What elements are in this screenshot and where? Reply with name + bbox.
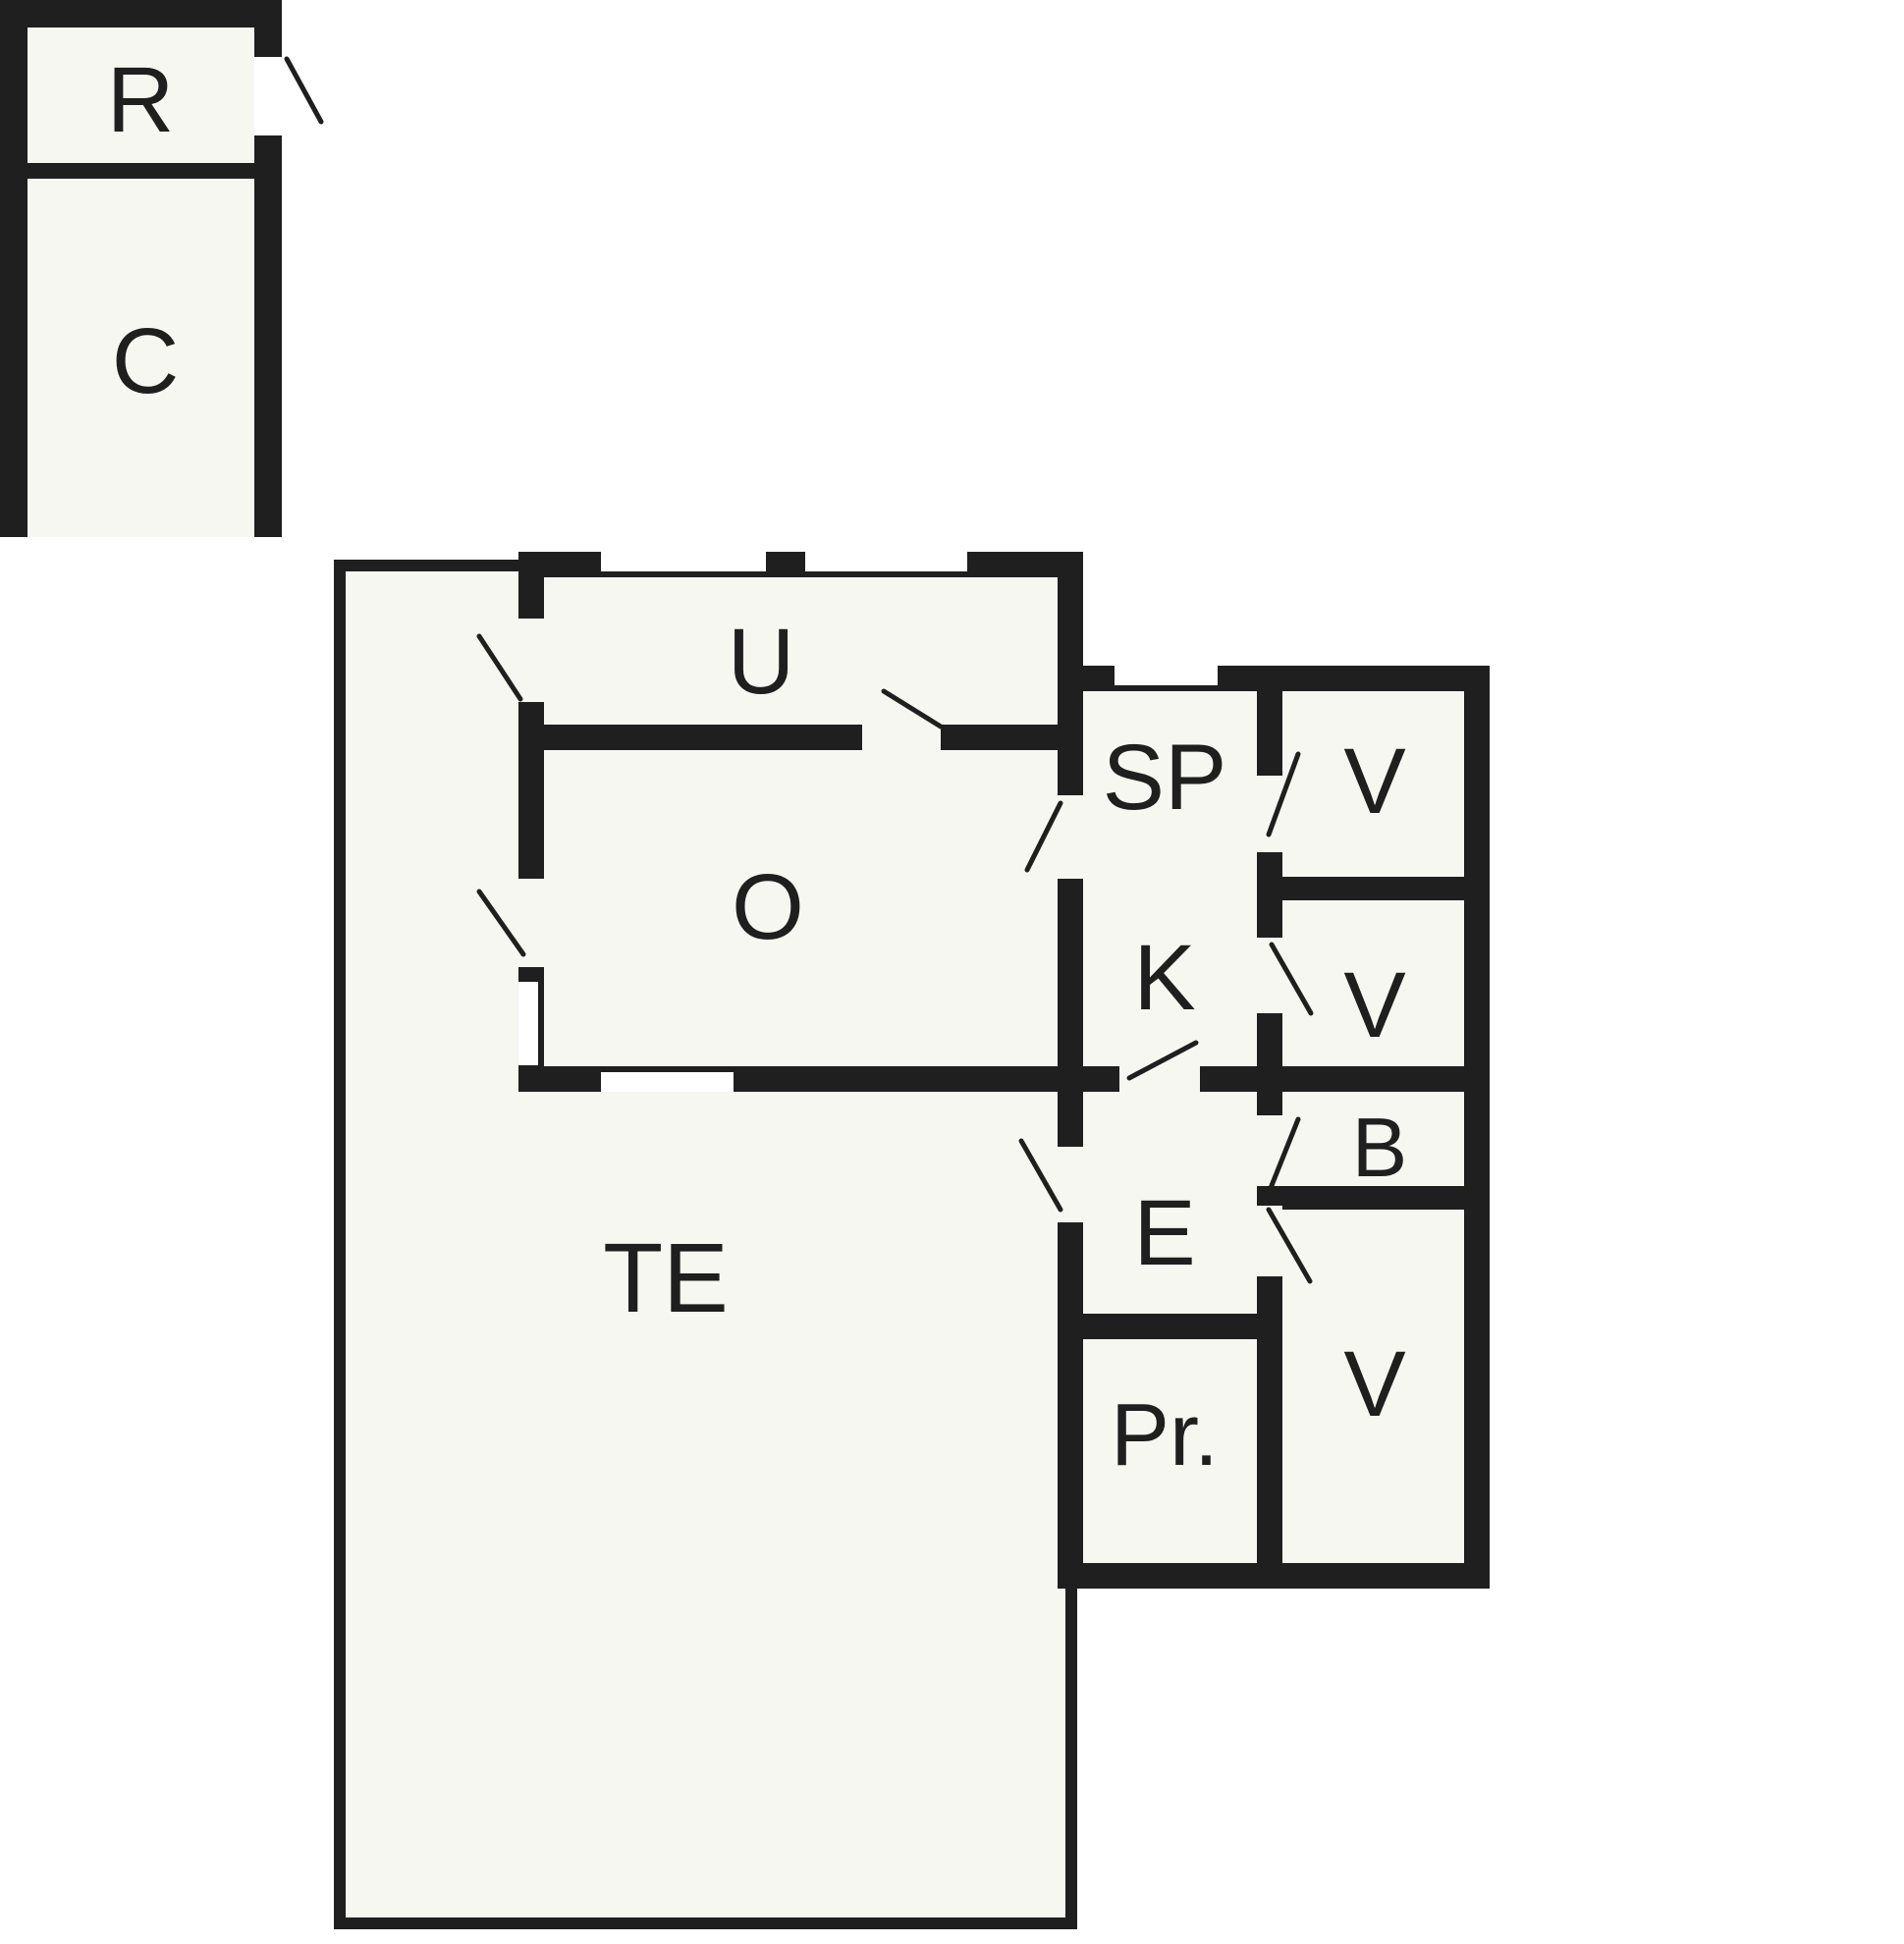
door-gap-k-v2 xyxy=(1257,938,1282,1013)
door-swing-u-left xyxy=(476,633,523,702)
window-u-top-left xyxy=(601,552,766,571)
outbuilding-wall-left xyxy=(0,0,27,537)
door-swing-k-v2 xyxy=(1269,942,1314,1016)
room-label-te: TE xyxy=(603,1223,729,1333)
outbuilding-wall-right-upper xyxy=(254,0,282,57)
door-gap-o-left xyxy=(518,879,544,967)
room-label-pr: Pr. xyxy=(1111,1386,1219,1485)
door-gap-u-o xyxy=(862,725,941,750)
room-label-c: C xyxy=(112,309,180,413)
window-sp-top xyxy=(1115,666,1218,685)
window-o-left xyxy=(518,982,538,1065)
door-gap-e-b xyxy=(1257,1115,1282,1186)
outbuilding-wall-right-lower xyxy=(254,135,282,537)
terrace-walls xyxy=(334,560,1077,1929)
door-gap-u-left xyxy=(518,619,544,702)
room-label-o: O xyxy=(732,855,804,959)
door-swing-e-b xyxy=(1266,1116,1301,1196)
room-label-sp: SP xyxy=(1103,726,1227,830)
door-gap-sp-v1 xyxy=(1257,776,1282,852)
door-gap-e-v3 xyxy=(1257,1206,1282,1276)
terrace-wall-bottom xyxy=(334,1917,1077,1929)
door-swing-u-o xyxy=(881,688,944,729)
wall-u-o-divider xyxy=(544,725,1058,750)
room-label-u: U xyxy=(728,610,795,714)
outbuilding-floor xyxy=(27,27,254,537)
door-swing-te-e xyxy=(1018,1138,1063,1213)
terrace-wall-right xyxy=(1065,1589,1077,1917)
room-labels: R C U O SP K V V B E V Pr. TE xyxy=(107,48,1408,1485)
room-label-b: B xyxy=(1352,1102,1408,1195)
room-label-r: R xyxy=(107,48,175,152)
room-label-k: K xyxy=(1133,926,1195,1030)
terrace-wall-left xyxy=(334,560,346,1929)
room-label-v-middle: V xyxy=(1343,953,1405,1057)
wall-spk-v-divider xyxy=(1257,691,1282,1092)
wall-right-outer xyxy=(1464,666,1490,1589)
door-openings xyxy=(518,619,1282,1276)
room-label-v-top: V xyxy=(1343,729,1405,834)
door-swing-o-left xyxy=(476,889,526,957)
door-swing-e-v3 xyxy=(1266,1207,1313,1284)
outbuilding-walls xyxy=(0,0,282,537)
wall-v1-v2-divider xyxy=(1282,877,1464,900)
door-swing-sp-v1 xyxy=(1266,751,1301,837)
room-label-v-bottom: V xyxy=(1343,1332,1405,1436)
outbuilding-wall-top xyxy=(0,0,282,27)
window-o-bottom xyxy=(601,1072,734,1092)
outbuilding-divider-r-c xyxy=(27,163,254,179)
door-swing-r xyxy=(284,56,324,125)
wall-b-v3-divider xyxy=(1282,1186,1464,1210)
door-swings xyxy=(284,56,1314,1284)
door-gap-te-e xyxy=(1058,1147,1083,1222)
door-swing-k-e xyxy=(1126,1040,1199,1081)
room-label-e: E xyxy=(1133,1181,1195,1285)
wall-bottom-right xyxy=(1058,1563,1490,1589)
window-u-top-right xyxy=(805,552,967,571)
windows xyxy=(518,552,1218,1092)
wall-e-pr-divider xyxy=(1083,1314,1257,1339)
terrace-wall-top xyxy=(334,560,518,571)
door-swing-o-sp xyxy=(1024,800,1063,873)
door-gap-o-sp xyxy=(1058,795,1083,879)
